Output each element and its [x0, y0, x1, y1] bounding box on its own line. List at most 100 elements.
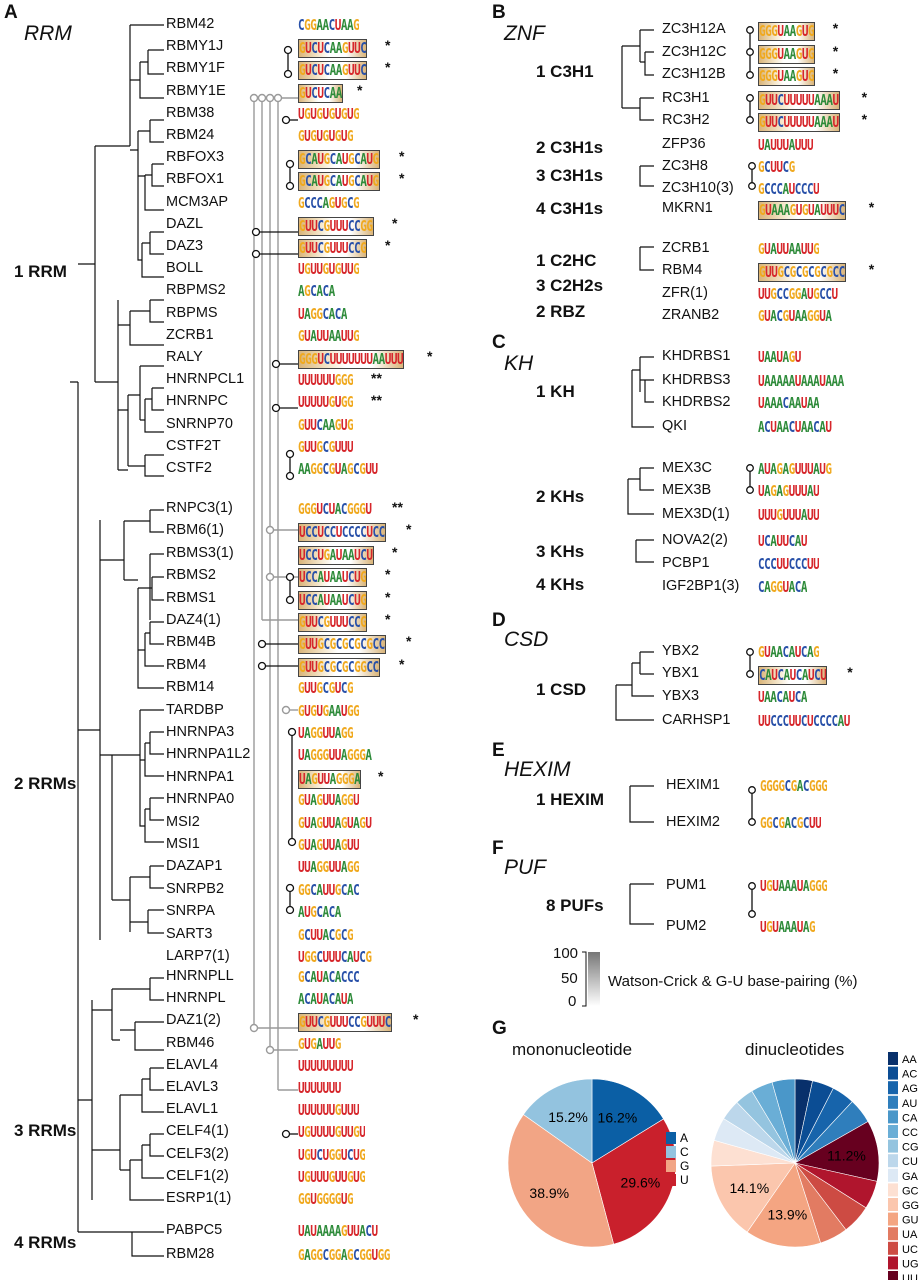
di-legend-swatch-UA	[888, 1227, 898, 1241]
motif-logo: GUUGCGUCG	[298, 680, 354, 698]
motif-logo: GGGUCUUUUUUUAAUUU	[298, 350, 405, 369]
protein-name: RBMY1F	[166, 60, 225, 77]
motif-logo: UUUUUGUGG	[298, 394, 354, 412]
mono-legend-swatch-U	[666, 1174, 676, 1186]
panel-d-letter: D	[492, 610, 506, 631]
motif-logo: UGUUUGUUGUG	[298, 1168, 366, 1186]
significance-star: *	[385, 37, 391, 54]
motif-logo: UGUAAAUAG	[760, 919, 816, 936]
mono-legend-swatch-C	[666, 1146, 676, 1158]
motif-logo: UUAGGUUAGG	[298, 859, 360, 877]
di-pie-title: dinucleotides	[745, 1040, 845, 1059]
protein-name: ESRP1(1)	[166, 1190, 232, 1206]
protein-name: DAZAP1	[166, 858, 223, 875]
motif-logo: UAGGCACA	[298, 305, 347, 323]
significance-star: *	[385, 566, 391, 583]
pie-percent-label: 13.9%	[767, 1207, 807, 1223]
significance-star: *	[847, 664, 853, 680]
protein-name: HNRNPA1L2	[166, 746, 251, 763]
protein-name: SNRPB2	[166, 880, 225, 897]
group-3-khs: 3 KHs	[536, 542, 585, 561]
protein-name: HEXIM1	[666, 777, 720, 793]
protein-name: ZC3H12C	[662, 44, 727, 60]
group-1-hexim: 1 HEXIM	[536, 790, 605, 809]
motif-logo: UAAAAAUAAAUAAA	[758, 373, 844, 390]
di-legend-label: GG	[902, 1200, 919, 1212]
panel-c-letter: C	[492, 332, 506, 353]
pie-percent-label: 11.2%	[827, 1147, 866, 1163]
protein-name: LARP7(1)	[166, 948, 230, 964]
panel-f-letter: F	[492, 838, 504, 859]
motif-logo: UCCUGAUAAUCU	[298, 545, 374, 565]
pie-slice-GG	[710, 1162, 796, 1233]
motif-logo: GUCUCAA	[298, 83, 343, 103]
di-legend-swatch-UG	[888, 1256, 898, 1270]
rrm-family-label: RRM	[24, 22, 72, 45]
motif-logo: GCAUGCAUGCAUG	[298, 150, 380, 170]
protein-name: MEX3B	[662, 482, 712, 498]
protein-name: PCBP1	[662, 555, 710, 571]
motif-logo: UGGCUUUCAUCG	[298, 949, 372, 966]
motif-logo: GGCGACGCUU	[760, 815, 822, 832]
di-legend-swatch-GG	[888, 1198, 898, 1211]
motif-logo: UAGAGUUUAU	[758, 483, 820, 500]
protein-name: RBM4	[166, 656, 207, 673]
motif-logo: GUAUUAAUUG	[758, 241, 820, 258]
mono-legend-swatch-G	[666, 1160, 676, 1172]
protein-name: CSTF2	[166, 460, 212, 476]
protein-name: HNRNPA1	[166, 768, 235, 785]
panel-g-letter: G	[492, 1018, 507, 1039]
protein-name: RBM14	[166, 679, 215, 696]
pie-slice-G	[507, 1114, 615, 1248]
motif-logo: GUCUCAAGUUC	[298, 61, 368, 81]
protein-name: RBM6(1)	[166, 522, 225, 539]
significance-star: *	[357, 81, 363, 98]
basepair-gradient-bar	[588, 952, 600, 1006]
significance-star: *	[385, 59, 391, 76]
motif-logo: GUAAAGUGUAUUUC	[758, 201, 846, 220]
motif-logo: UUGCCGGAUGCCU	[758, 286, 838, 303]
protein-name: MSI1	[166, 836, 200, 852]
motif-logo: GUGUGUGUG	[298, 128, 354, 145]
protein-name: RALY	[166, 349, 203, 365]
mono-legend-label: C	[680, 1145, 689, 1159]
protein-name: QKI	[662, 418, 687, 434]
protein-name: ZC3H12A	[662, 21, 726, 37]
motif-logo: GUGUGAAUGG	[298, 702, 360, 720]
motif-logo: GUGAUUG	[298, 1035, 341, 1053]
di-legend-label: AA	[902, 1054, 917, 1066]
protein-name: MEX3C	[662, 460, 712, 476]
motif-logo: GUUCUUUUUAAAU	[758, 91, 840, 110]
significance-star: *	[392, 543, 398, 560]
protein-name: MEX3D(1)	[662, 506, 730, 522]
protein-name: RBM4	[662, 262, 703, 278]
mono-legend-label: U	[680, 1173, 689, 1187]
motif-logo: UCCAUAAUCUG	[298, 590, 368, 610]
gradient-tick-100: 100	[553, 945, 579, 962]
protein-name: RBM4B	[166, 634, 216, 651]
motif-logo: UGUUGUGUUG	[298, 261, 360, 279]
protein-name: ZC3H10(3)	[662, 180, 734, 196]
significance-star: *	[385, 588, 391, 605]
motif-logo: GCCCAGUGCG	[298, 194, 360, 212]
protein-name: CARHSP1	[662, 712, 731, 728]
di-legend-label: AC	[902, 1069, 917, 1081]
right-trees	[615, 29, 654, 925]
di-legend-swatch-CU	[888, 1154, 898, 1168]
motif-logo: CAGGUACA	[758, 579, 807, 596]
significance-star: *	[406, 521, 412, 538]
panel-a-letter: A	[4, 2, 18, 23]
significance-star: *	[406, 633, 412, 650]
di-legend-label: UU	[902, 1273, 918, 1280]
protein-name: KHDRBS2	[662, 394, 731, 410]
protein-name: CSTF2T	[166, 437, 221, 454]
pie-slice-UU	[794, 1121, 880, 1182]
gradient-tick-0: 0	[568, 993, 577, 1010]
motif-logo: ACAUACAUA	[298, 991, 354, 1009]
protein-name: RBPMS	[166, 304, 218, 321]
significance-star: *	[832, 20, 839, 36]
protein-name: SNRPA	[166, 903, 215, 920]
motif-logo: GGCAUUGCAC	[298, 881, 360, 899]
protein-name: YBX1	[662, 665, 700, 681]
